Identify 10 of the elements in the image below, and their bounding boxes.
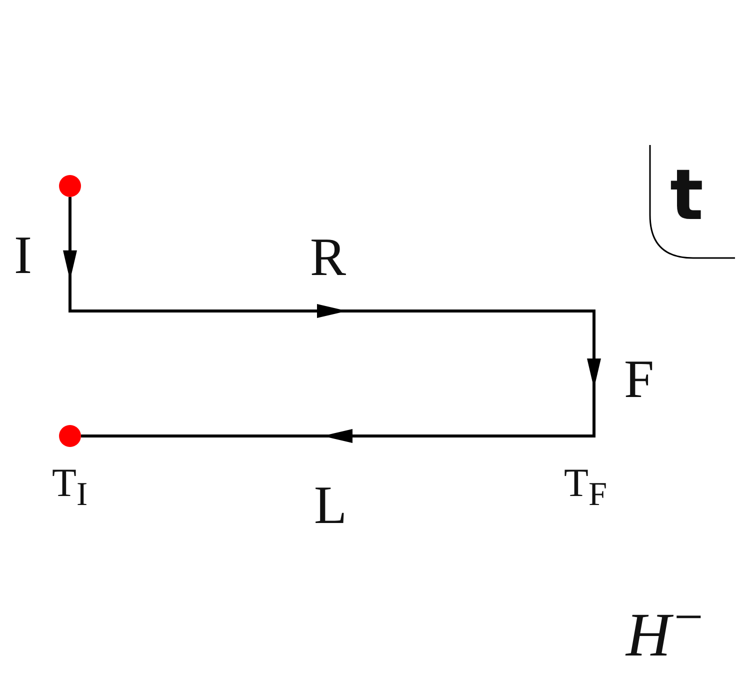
- time-label: T$_{F}$: [564, 463, 607, 512]
- hamiltonian-label: H$^{−}$: [626, 592, 706, 667]
- segment-label: I: [14, 228, 32, 282]
- symbol-label: t: [670, 160, 704, 230]
- endpoint-dot: [59, 175, 81, 197]
- endpoint-dot: [59, 425, 81, 447]
- segment-label: L: [314, 478, 347, 532]
- time-label: T$_{I}$: [52, 463, 88, 512]
- segment-label: R: [310, 230, 346, 284]
- segment-label: F: [624, 352, 654, 406]
